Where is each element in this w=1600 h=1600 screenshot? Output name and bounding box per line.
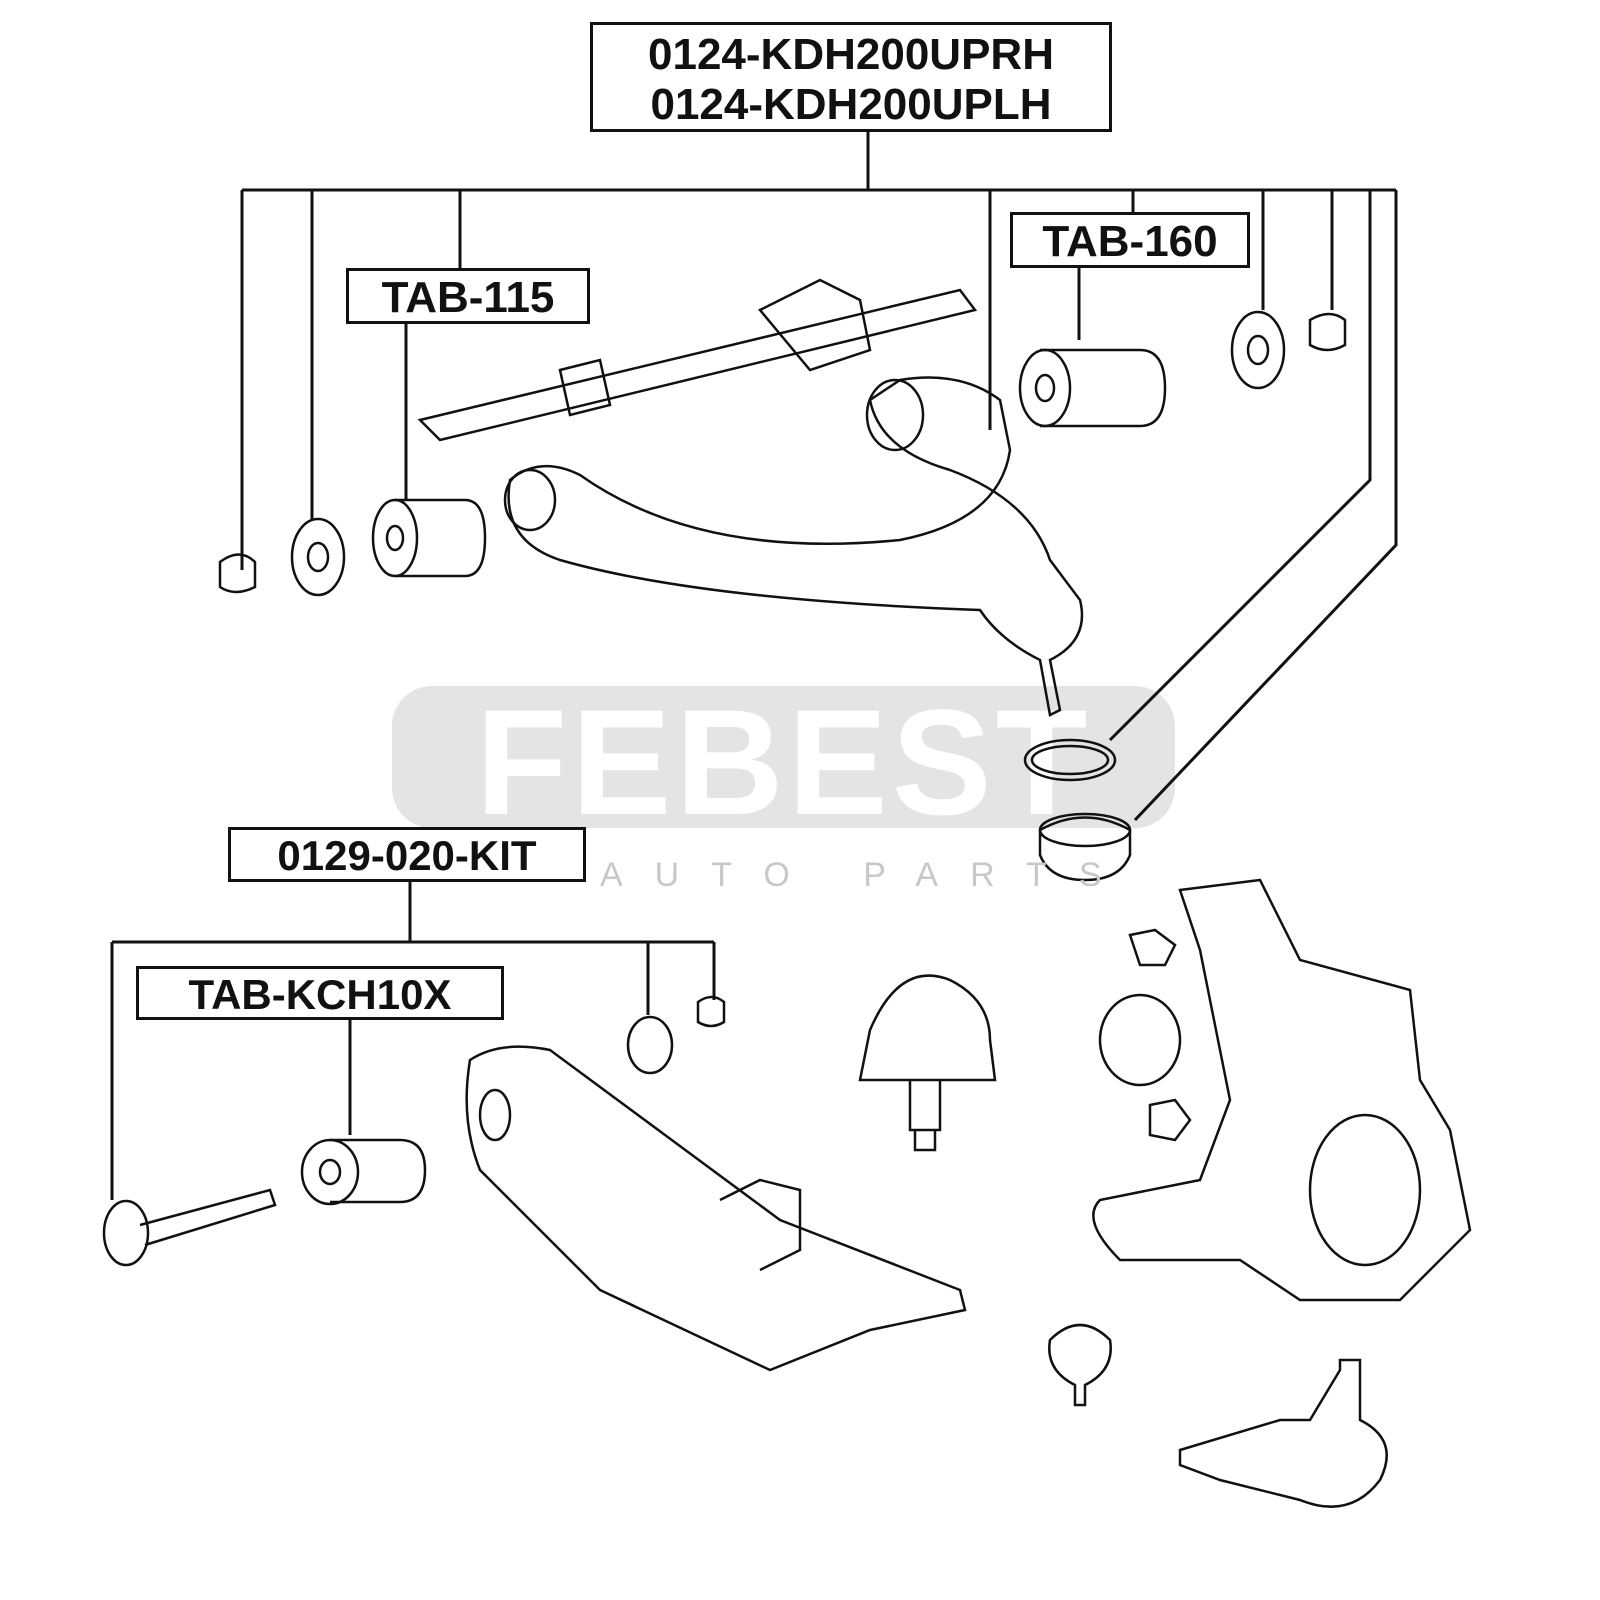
leader-lines-upper <box>240 132 1398 822</box>
label-bushing-front: TAB-115 <box>346 268 590 324</box>
watermark-brand: FEBEST <box>475 678 1092 846</box>
part-number-tab-160: TAB-160 <box>1042 217 1218 266</box>
label-upper-arm: 0124-KDH200UPRH 0124-KDH200UPLH <box>590 22 1112 132</box>
part-number-upper-arm-rh: 0124-KDH200UPRH <box>648 30 1054 79</box>
label-lower-kit: 0129-020-KIT <box>228 827 586 882</box>
label-lower-bushing: TAB-KCH10X <box>136 966 504 1020</box>
watermark-badge <box>392 686 1175 828</box>
label-bushing-rear: TAB-160 <box>1010 212 1250 268</box>
leader-lines-lower <box>110 882 716 1200</box>
part-number-tab-kch10x: TAB-KCH10X <box>188 971 452 1018</box>
part-number-tab-115: TAB-115 <box>381 273 555 322</box>
part-number-lower-kit: 0129-020-KIT <box>277 832 537 879</box>
watermark-subtitle: AUTO PARTS <box>600 856 1134 894</box>
lower-arm-parts <box>102 878 1472 1508</box>
upper-arm-parts <box>218 278 1347 882</box>
part-number-upper-arm-lh: 0124-KDH200UPLH <box>650 80 1052 129</box>
